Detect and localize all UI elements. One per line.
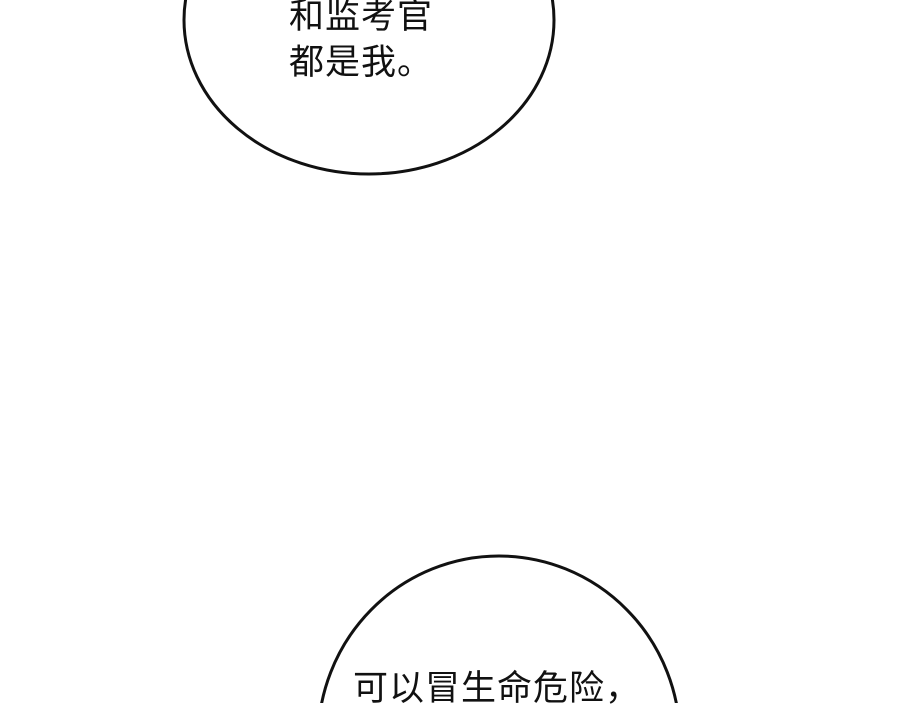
speech-bubble-bottom-text: 可以冒生命危险， xyxy=(353,666,641,712)
dialogue-line: 和监考官 xyxy=(289,0,434,37)
speech-bubble-top-text: 和监考官 都是我。 xyxy=(289,0,433,86)
speech-bubble-bottom xyxy=(320,554,678,703)
dialogue-line: 都是我。 xyxy=(289,43,434,83)
speech-bubble-top xyxy=(182,0,556,176)
dialogue-line: 可以冒生命危险， xyxy=(353,669,642,709)
